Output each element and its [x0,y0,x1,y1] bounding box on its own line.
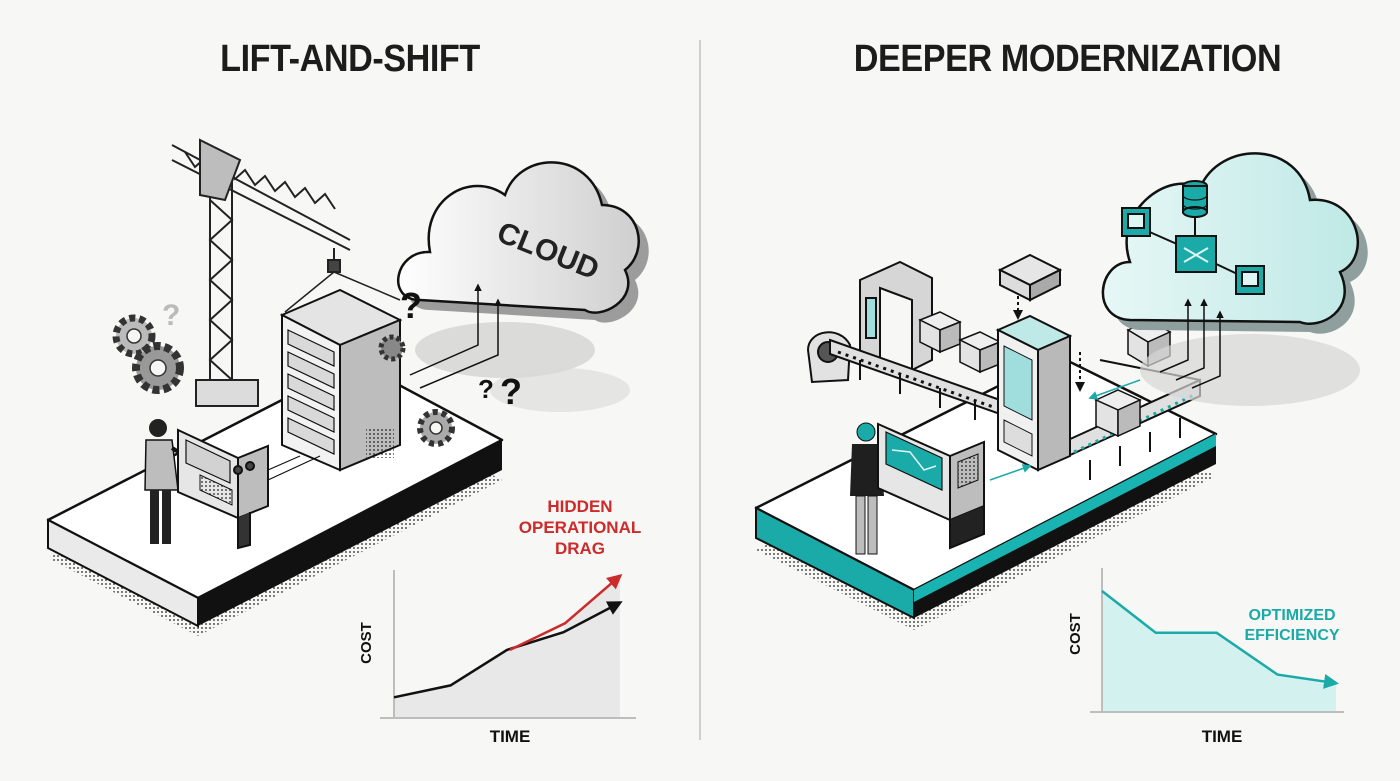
scanner-gate [806,260,933,384]
hidden-drag-line [509,573,623,652]
operator-person [144,419,197,544]
lift-and-shift-title: LIFT-AND-SHIFT [220,38,480,80]
server-rack [279,288,403,472]
annotation-line: HIDDEN [547,497,612,516]
annotation-line: OPERATIONAL [519,518,641,537]
cost-area [1102,591,1336,712]
cost-area [394,575,620,718]
cost-line [393,601,623,699]
left-platform [46,360,504,636]
deeper-modernization-title: DEEPER MODERNIZATION [853,38,1282,80]
processing-tower [995,253,1085,472]
annotation-line: DRAG [555,539,605,558]
control-console [877,422,985,550]
gear-icon [112,314,455,447]
migration-arrows [989,298,1224,481]
cloud [1101,152,1368,334]
x-axis-label: TIME [1202,727,1243,746]
cloud: CLOUD [396,161,649,323]
question-mark-icon: ? [162,299,180,332]
migration-arrows [409,283,502,389]
cost-line [1101,590,1339,689]
annotation-line: EFFICIENCY [1244,627,1339,644]
question-mark-icon: ? [478,374,494,404]
crane [171,138,401,407]
deeper-modernization-scene [754,152,1368,630]
modernization-cost-chart: COST TIME OPTIMIZED EFFICIENCY [1067,568,1344,746]
question-mark-icon: ? [500,371,522,412]
x-axis-label: TIME [490,727,531,746]
annotation-line: OPTIMIZED [1248,607,1335,624]
network-nodes [1121,180,1265,295]
lift-and-shift-scene: CLOUD ? ? ? ? [46,138,649,636]
y-axis-label: COST [1067,613,1084,655]
y-axis-label: COST [358,622,375,664]
question-mark-icon: ? [400,285,422,326]
control-console [177,428,269,550]
package-box [918,311,1172,438]
lift-and-shift-cost-chart: COST TIME HIDDEN OPERATIONAL DRAG [358,497,641,746]
